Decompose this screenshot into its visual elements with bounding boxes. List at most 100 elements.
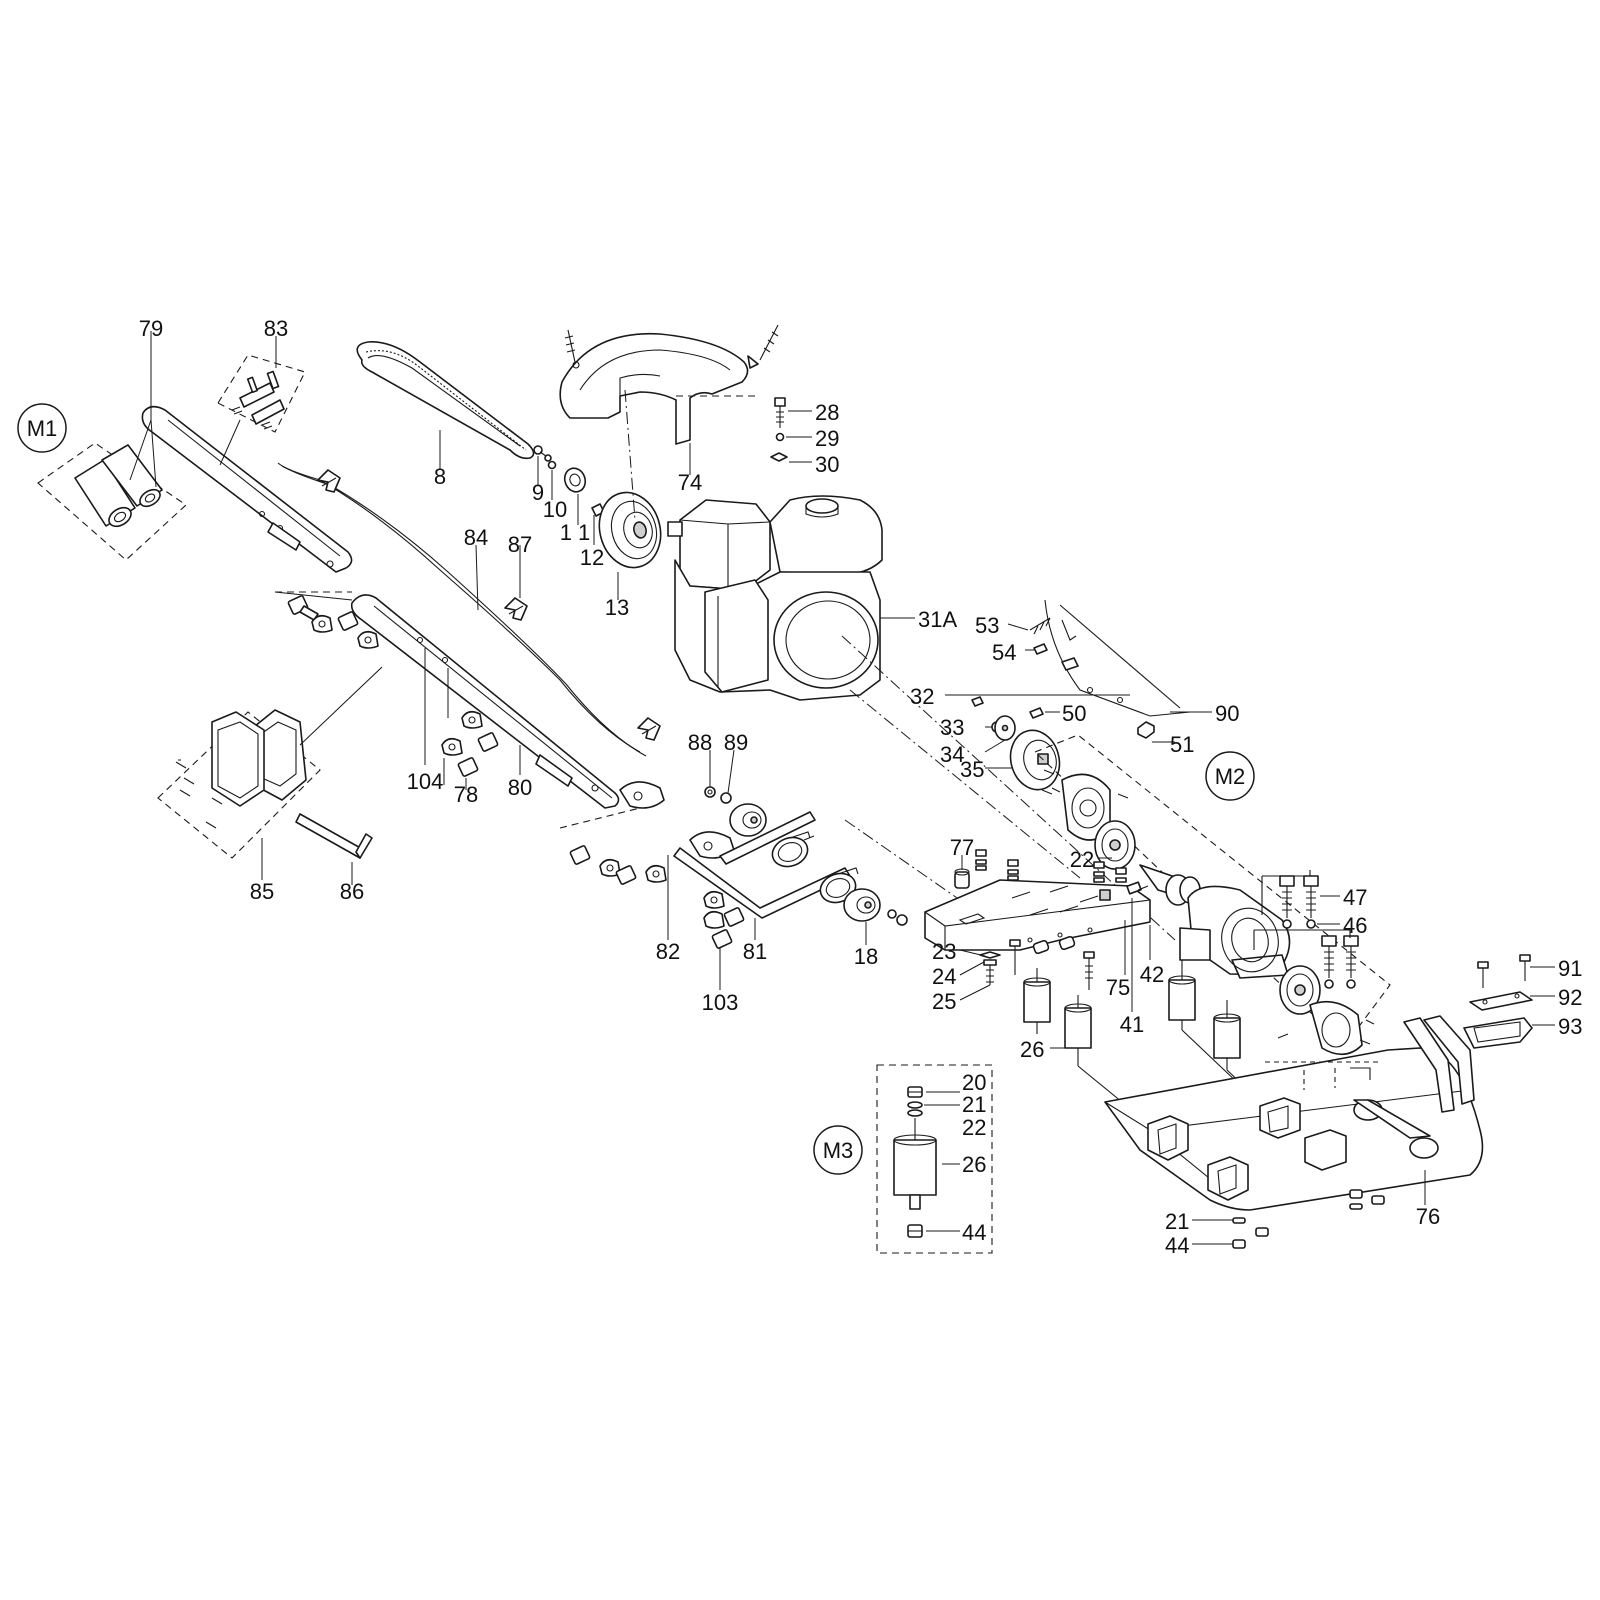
callout-87: 87 xyxy=(508,532,532,557)
clutch-pulley-13 xyxy=(598,491,662,569)
throttle-cable xyxy=(277,462,641,753)
cable-clip-middle xyxy=(504,597,528,621)
washer-22 xyxy=(907,1109,923,1117)
handle-knob-104 xyxy=(441,737,463,756)
module-m3-circle xyxy=(813,1125,863,1175)
handle-bolt-78b xyxy=(477,732,499,752)
callout-104: 104 xyxy=(407,769,444,794)
callout-88: 88 xyxy=(688,730,712,755)
washer-21 xyxy=(907,1101,923,1109)
hex-key-86 xyxy=(295,813,373,859)
callout-85: 85 xyxy=(250,879,274,904)
callout-92: 92 xyxy=(1558,985,1582,1010)
module-m1-circle xyxy=(17,403,67,453)
rubber-isolator-26a xyxy=(1023,968,1051,1034)
callout-83: 83 xyxy=(264,316,288,341)
pulley-guard-34 xyxy=(994,715,1016,741)
callout-10: 10 xyxy=(543,497,567,522)
bolt-47c xyxy=(1321,935,1337,989)
handle-bolt-78 xyxy=(457,757,479,777)
callout-42: 42 xyxy=(1140,962,1164,987)
clutch-spring-9 xyxy=(533,445,552,462)
clip-54 xyxy=(1033,643,1048,655)
callout-33: 33 xyxy=(940,715,964,740)
callout-12: 12 xyxy=(580,545,604,570)
m3-dashed-box xyxy=(876,1064,993,1254)
kit-85-dashed-box xyxy=(157,711,321,859)
callout-75: 75 xyxy=(1106,975,1130,1000)
rubber-isolator-26c xyxy=(1168,960,1196,1030)
callout-77: 77 xyxy=(950,835,974,860)
callout-26a: 26 xyxy=(1020,1037,1044,1062)
callout-90: 90 xyxy=(1215,701,1239,726)
spring-53 xyxy=(1029,617,1051,635)
callout-25: 25 xyxy=(932,989,956,1014)
handle-knob-right xyxy=(357,630,379,649)
cable-clip-lower xyxy=(637,717,661,741)
callout-9: 9 xyxy=(532,480,544,505)
isolator-kit-m3: M3 xyxy=(813,1064,993,1254)
nut-44 xyxy=(907,1224,923,1238)
callout-76: 76 xyxy=(1416,1204,1440,1229)
cover-plate-92 xyxy=(1469,991,1533,1011)
callout-22a: 22 xyxy=(1070,847,1094,872)
plate-fastener-stack-4 xyxy=(1115,867,1127,883)
callout-81: 81 xyxy=(743,939,767,964)
callout-26b: 26 xyxy=(962,1152,986,1177)
handle-grip-left xyxy=(74,459,136,528)
bushing-18 xyxy=(843,888,908,926)
callout-20: 20 xyxy=(962,1070,986,1095)
callout-84: 84 xyxy=(464,525,488,550)
cable-clip-upper xyxy=(317,469,341,493)
washer-10 xyxy=(547,460,557,470)
plate-fastener-stack-1 xyxy=(975,849,987,871)
drive-belt xyxy=(356,341,535,460)
nut-30 xyxy=(770,452,788,462)
handle-pivot-bracket-82 xyxy=(619,781,735,859)
retaining-ring-11 xyxy=(563,467,587,493)
throttle-linkage-90 xyxy=(1044,599,1191,717)
screw-91 xyxy=(1477,954,1531,988)
bolt-23-24-25 xyxy=(979,951,1001,985)
callout-30: 30 xyxy=(815,452,839,477)
module-m2-label: M2 xyxy=(1215,764,1246,789)
callout-86: 86 xyxy=(340,879,364,904)
module-m1-label: M1 xyxy=(27,416,58,441)
rubber-isolator-26-kit xyxy=(893,1118,937,1210)
nut-89 xyxy=(720,792,732,804)
callout-24: 24 xyxy=(932,964,956,989)
callout-44b: 44 xyxy=(1165,1233,1189,1258)
cover-spring-right xyxy=(747,324,779,369)
callout-32: 32 xyxy=(910,684,934,709)
nut-51 xyxy=(1137,721,1155,739)
callout-18: 18 xyxy=(854,944,878,969)
manual-box-93 xyxy=(1463,1017,1533,1049)
callout-54: 54 xyxy=(992,640,1016,665)
callout-91: 91 xyxy=(1558,956,1582,981)
callout-47: 47 xyxy=(1343,885,1367,910)
handle-bolt-upper-left xyxy=(287,595,319,621)
m1-dashed-box xyxy=(37,442,187,561)
bolt-47d xyxy=(1343,935,1359,989)
rubber-isolator-26b xyxy=(1064,995,1092,1066)
callout-21a: 21 xyxy=(962,1092,986,1117)
callout-50: 50 xyxy=(1062,701,1086,726)
callout-13: 13 xyxy=(605,595,629,620)
callout-44a: 44 xyxy=(962,1220,986,1245)
callout-78: 78 xyxy=(454,782,478,807)
control-box-85 xyxy=(157,709,321,859)
module-m3-label: M3 xyxy=(823,1138,854,1163)
spacer-77 xyxy=(954,868,970,889)
exciter-assembly-m2: M2 xyxy=(1033,734,1391,1056)
callout-41: 41 xyxy=(1120,1012,1144,1037)
screw-41 xyxy=(1126,881,1149,895)
base-nuts-left xyxy=(1232,1217,1269,1249)
callout-53: 53 xyxy=(975,613,999,638)
callout-35: 35 xyxy=(960,757,984,782)
handle-knob-82b xyxy=(645,864,667,883)
handle-u-frame-81 xyxy=(673,811,859,919)
callout-79: 79 xyxy=(139,316,163,341)
washer-32 xyxy=(971,696,984,707)
cover-spring-left xyxy=(564,329,580,369)
